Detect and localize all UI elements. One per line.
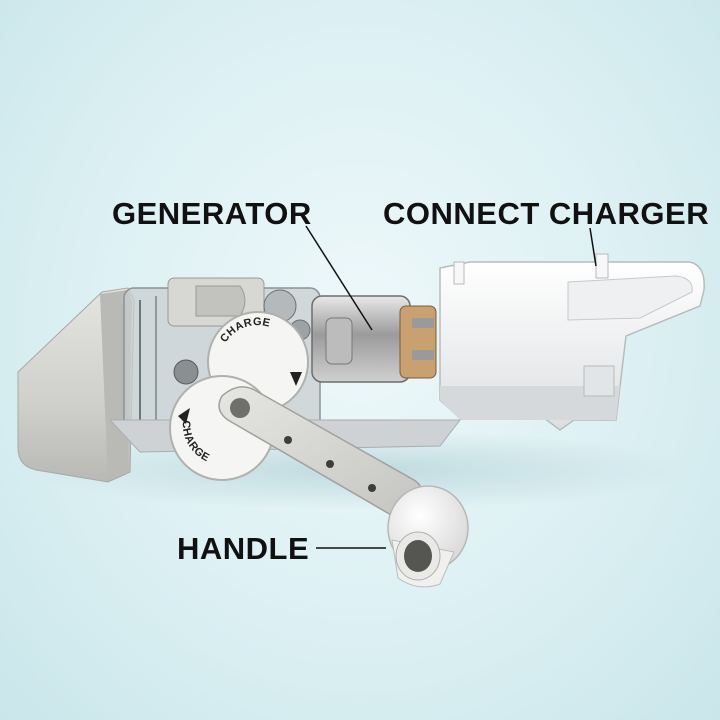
generator-motor [311, 295, 437, 383]
handle-knob [387, 485, 469, 588]
charger-shell [439, 253, 705, 431]
left-end-cap [17, 287, 135, 483]
connect-charger-label: CONNECT CHARGER [383, 196, 710, 231]
handle-label: HANDLE [177, 531, 310, 566]
generator-label: GENERATOR [112, 196, 312, 231]
connect-charger-leader-line [589, 227, 597, 267]
generator-leader-line [305, 225, 373, 331]
